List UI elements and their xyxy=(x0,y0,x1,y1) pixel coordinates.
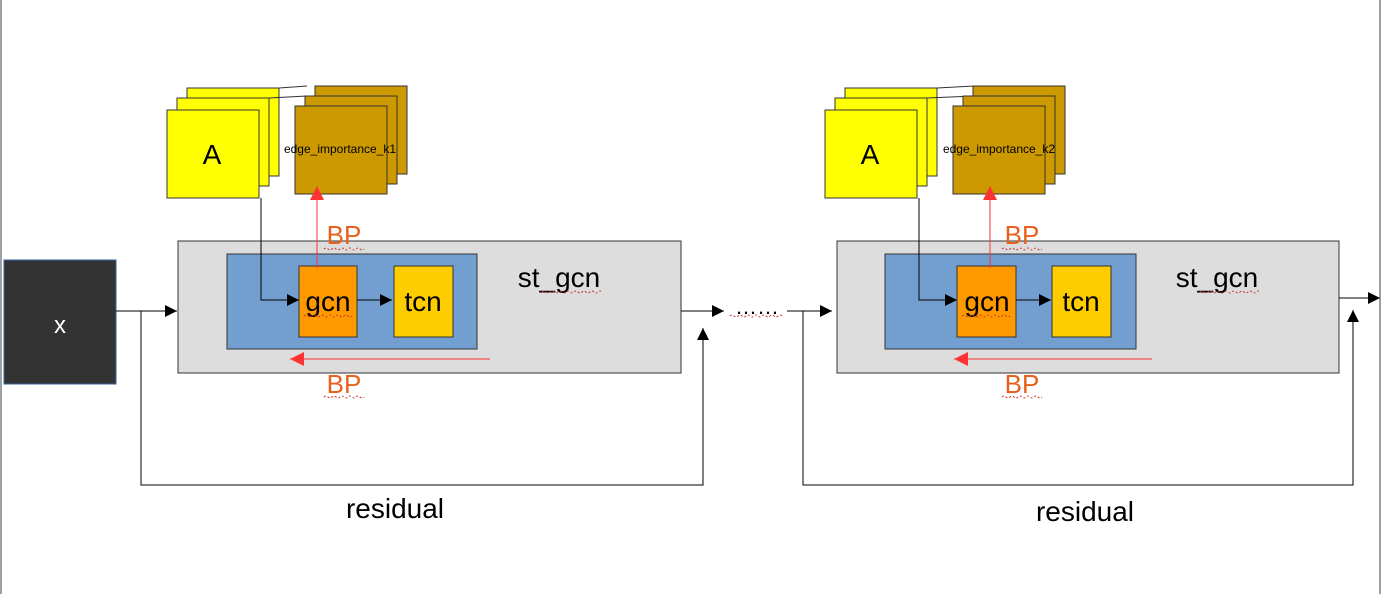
bp-bottom-label: BP xyxy=(1005,369,1040,399)
gcn-box xyxy=(298,265,358,338)
stgcn-label: st_gcn xyxy=(1176,262,1259,293)
input-x-label: x xyxy=(54,312,66,339)
gcn-label: gcn xyxy=(964,286,1009,317)
stgcn-block-1: A edge_importance_k1 st_gcn gcn tcn BP B… xyxy=(116,85,724,524)
stgcn-block-2: A edge_importance_k2 st_gcn gcn tcn BP B… xyxy=(802,85,1380,527)
adjacency-label: A xyxy=(861,139,880,170)
adjacency-layer xyxy=(824,109,918,199)
edge-importance-layer xyxy=(952,105,1046,195)
edge-importance-layer xyxy=(294,105,388,195)
bp-bottom-label: BP xyxy=(327,369,362,399)
bp-top-label: BP xyxy=(1005,220,1040,250)
stgcn-label: st_gcn xyxy=(518,262,601,293)
adjacency-layer xyxy=(166,109,260,199)
edge-importance-label: edge_importance_k2 xyxy=(943,142,1055,156)
tcn-label: tcn xyxy=(404,286,441,317)
input-x-box xyxy=(3,259,117,385)
residual-label: residual xyxy=(346,493,444,524)
gcn-label: gcn xyxy=(305,286,350,317)
bp-top-label: BP xyxy=(327,220,362,250)
ellipsis: …… xyxy=(735,294,779,319)
residual-label: residual xyxy=(1036,496,1134,527)
gcn-box xyxy=(956,265,1017,338)
tcn-box xyxy=(1051,265,1112,338)
tcn-label: tcn xyxy=(1062,286,1099,317)
adjacency-label: A xyxy=(203,139,222,170)
edge-importance-label: edge_importance_k1 xyxy=(284,142,396,156)
tcn-box xyxy=(393,265,454,338)
